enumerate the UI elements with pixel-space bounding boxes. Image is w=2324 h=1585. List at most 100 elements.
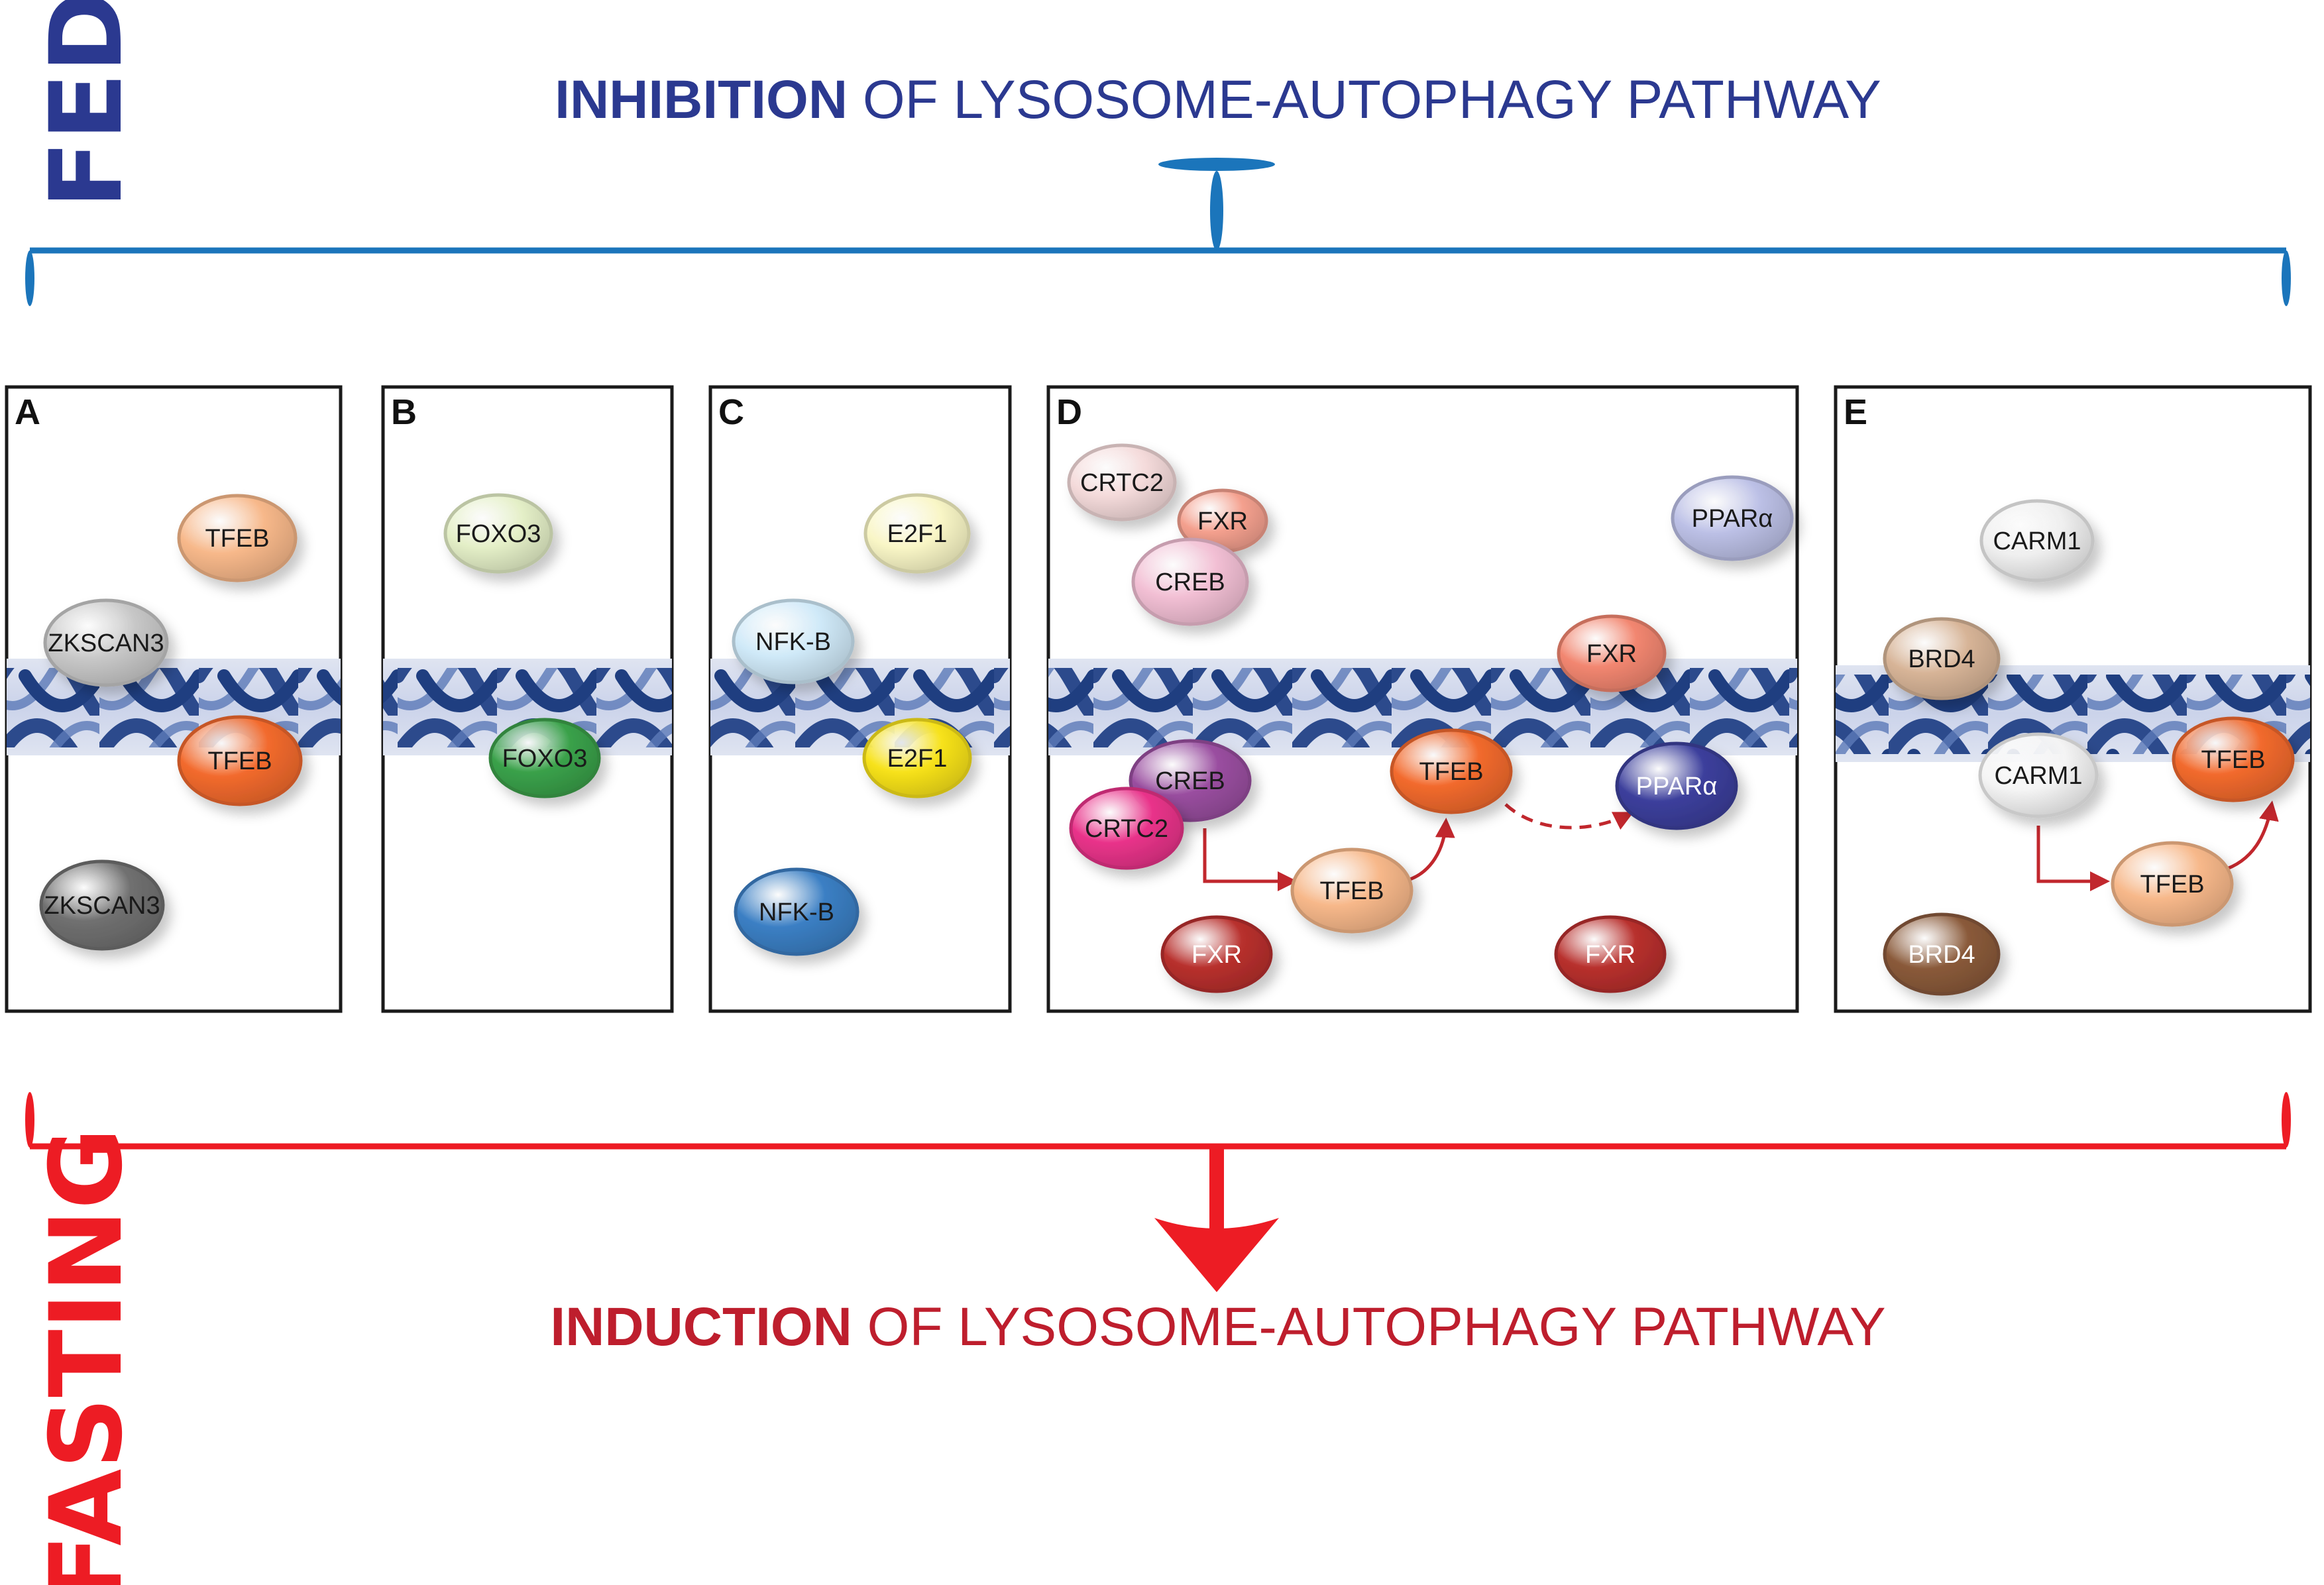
node-shape bbox=[177, 494, 298, 582]
node-label: TFEB bbox=[1319, 877, 1384, 905]
node-label: TFEB bbox=[1419, 758, 1483, 786]
node-ppar-d-3: PPARα bbox=[1671, 475, 1794, 561]
node-label: FXR bbox=[1585, 941, 1635, 969]
panel-a-label: A bbox=[15, 392, 40, 432]
node-shape bbox=[1615, 741, 1738, 830]
panel-d-label: D bbox=[1056, 392, 1082, 432]
node-label: TFEB bbox=[2140, 871, 2204, 899]
node-shape bbox=[488, 718, 601, 798]
node-shape bbox=[1883, 617, 2001, 700]
node-label: ZKSCAN3 bbox=[44, 892, 160, 920]
node-crtc2-d-0: CRTC2 bbox=[1067, 443, 1177, 521]
node-label: CREB bbox=[1155, 569, 1225, 596]
node-shape bbox=[1883, 912, 2001, 996]
node-shape bbox=[43, 598, 169, 687]
node-fxr-d-4: FXR bbox=[1557, 614, 1667, 692]
node-carm1-e-2: CARM1 bbox=[1978, 732, 2099, 818]
bottom-title: INDUCTION OF LYSOSOME-AUTOPHAGY PATHWAY bbox=[550, 1297, 1885, 1357]
node-tfeb-d-7: TFEB bbox=[1390, 728, 1513, 814]
node-label: TFEB bbox=[2201, 746, 2265, 774]
node-crtc2-d-6: CRTC2 bbox=[1069, 787, 1184, 870]
node-label: FOXO3 bbox=[456, 520, 541, 548]
induction-bracket bbox=[25, 1092, 2291, 1292]
node-nfk-b-c-1: NFK-B bbox=[732, 598, 855, 684]
node-tfeb-e-3: TFEB bbox=[2172, 716, 2295, 802]
node-nfk-b-c-3: NFK-B bbox=[734, 867, 859, 956]
inhibition-bracket bbox=[25, 158, 2291, 306]
node-zkscan3-a-3: ZKSCAN3 bbox=[39, 859, 165, 951]
node-brd4-e-5: BRD4 bbox=[1883, 912, 2001, 996]
top-title-rest: OF LYSOSOME-AUTOPHAGY PATHWAY bbox=[848, 70, 1881, 130]
node-fxr-d-11: FXR bbox=[1554, 915, 1667, 993]
panel-b: B bbox=[381, 385, 674, 1013]
node-shape bbox=[1671, 475, 1794, 561]
fasting-side-label: FASTING bbox=[29, 1128, 144, 1585]
node-label: BRD4 bbox=[1908, 941, 1975, 969]
panel-e-label: E bbox=[1844, 392, 1867, 432]
node-fxr-d-10: FXR bbox=[1160, 915, 1273, 993]
node-e2f1-c-0: E2F1 bbox=[863, 493, 971, 574]
node-shape bbox=[2111, 841, 2234, 927]
node-shape bbox=[1557, 614, 1667, 692]
panel-b-label: B bbox=[391, 392, 417, 432]
panel-e: E bbox=[1834, 385, 2312, 1013]
node-label: BRD4 bbox=[1908, 645, 1975, 673]
node-label: TFEB bbox=[207, 747, 272, 775]
fed-side-label: FED bbox=[29, 0, 144, 209]
node-shape bbox=[1290, 847, 1413, 934]
node-creb-d-2: CREB bbox=[1131, 537, 1249, 626]
node-label: CRTC2 bbox=[1080, 469, 1164, 497]
node-shape bbox=[862, 718, 972, 798]
node-foxo3-b-0: FOXO3 bbox=[443, 493, 553, 574]
node-tfeb-d-9: TFEB bbox=[1290, 847, 1413, 934]
node-shape bbox=[1554, 915, 1667, 993]
node-shape bbox=[443, 493, 553, 574]
node-zkscan3-a-1: ZKSCAN3 bbox=[43, 598, 169, 687]
node-tfeb-a-2: TFEB bbox=[177, 715, 303, 806]
node-label: PPARα bbox=[1636, 773, 1718, 800]
node-label: E2F1 bbox=[887, 520, 948, 548]
node-shape bbox=[863, 493, 971, 574]
node-tfeb-e-4: TFEB bbox=[2111, 841, 2234, 927]
node-creb-d-5: CREB bbox=[1129, 739, 1252, 822]
node-label: E2F1 bbox=[887, 745, 948, 773]
node-label: CARM1 bbox=[1994, 762, 2082, 790]
node-shape bbox=[734, 867, 859, 956]
bottom-title-rest: OF LYSOSOME-AUTOPHAGY PATHWAY bbox=[852, 1297, 1886, 1357]
node-label: FXR bbox=[1586, 640, 1637, 668]
node-shape bbox=[1067, 443, 1177, 521]
node-shape bbox=[1131, 537, 1249, 626]
panel-e-arrows bbox=[2036, 800, 2279, 891]
node-carm1-e-0: CARM1 bbox=[1979, 499, 2095, 582]
node-label: CRTC2 bbox=[1085, 815, 1168, 843]
node-layer: TFEBZKSCAN3TFEBZKSCAN3FOXO3FOXO3E2F1NFK-… bbox=[39, 443, 2295, 996]
node-brd4-e-1: BRD4 bbox=[1883, 617, 2001, 700]
node-e2f1-c-2: E2F1 bbox=[862, 718, 972, 798]
node-tfeb-a-0: TFEB bbox=[177, 494, 298, 582]
node-shape bbox=[177, 715, 303, 806]
node-label: FXR bbox=[1191, 941, 1242, 969]
node-label: PPARα bbox=[1692, 505, 1773, 533]
panel-c: C bbox=[708, 385, 1012, 1013]
node-ppar-d-8: PPARα bbox=[1615, 741, 1738, 830]
node-shape bbox=[1979, 499, 2095, 582]
node-shape bbox=[732, 598, 855, 684]
panel-c-label: C bbox=[718, 392, 744, 432]
node-shape bbox=[1978, 732, 2099, 818]
top-title-bold: INHIBITION bbox=[555, 70, 848, 130]
node-foxo3-b-1: FOXO3 bbox=[488, 718, 601, 798]
node-label: NFK-B bbox=[759, 899, 834, 926]
panel-d-arrows bbox=[1203, 803, 1634, 891]
node-shape bbox=[1390, 728, 1513, 814]
node-label: NFK-B bbox=[755, 628, 831, 656]
node-shape bbox=[1069, 787, 1184, 870]
node-label: FXR bbox=[1197, 508, 1248, 535]
node-label: FOXO3 bbox=[502, 745, 588, 773]
node-shape bbox=[1160, 915, 1273, 993]
node-label: CARM1 bbox=[1993, 527, 2081, 555]
bottom-title-bold: INDUCTION bbox=[550, 1297, 852, 1357]
node-label: ZKSCAN3 bbox=[48, 629, 164, 657]
node-shape bbox=[39, 859, 165, 951]
node-fxr-d-1: FXR bbox=[1177, 488, 1268, 553]
